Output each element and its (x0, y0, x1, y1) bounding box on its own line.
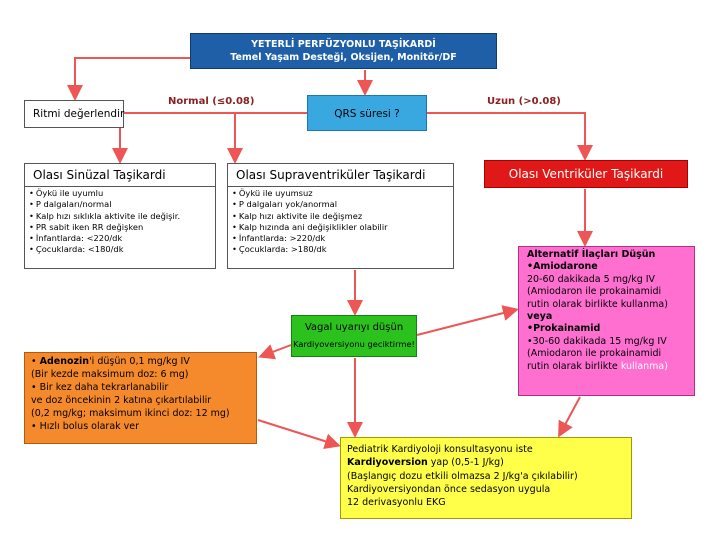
adenozin-bolus: • Hızlı bolus olarak ver (31, 421, 140, 432)
sinus-title: Olası Sinüzal Taşikardi (24, 163, 216, 188)
alt-l1: 20-60 dakikada 5 mg/kg IV (527, 273, 656, 285)
vt-title: Olası Ventriküler Taşikardi (484, 160, 688, 188)
adenozin-repeat: • Bir kez daha tekrarlanabilir (31, 382, 169, 393)
arrow-adenozin-to-cardio (257, 419, 341, 450)
arrow-vagal-to-adenozin (258, 344, 292, 360)
list-item: Kalp hızı sıklıkla aktivite ile değişir. (29, 211, 215, 222)
adenozin-drug: Adenozin (39, 356, 90, 367)
qrs-box: QRS süresi ? (307, 95, 427, 131)
arrow-alt-to-cardio (558, 396, 581, 438)
adenozin-dose: 'i düşün 0,1 mg/kg IV (89, 356, 190, 367)
ritm-box: Ritmi değerlendir (24, 100, 124, 128)
arrow-qrs-to-uzun (427, 112, 593, 161)
cardio-l5: 12 derivasyonlu EKG (347, 497, 446, 509)
cardioversion-box: Pediatrik Kardiyoloji konsultasyonu iste… (340, 437, 632, 519)
list-item: Öykü ile uyumlu (29, 188, 215, 199)
sinus-criteria: Öykü ile uyumlu P dalgaları/normal Kalp … (24, 186, 216, 269)
cardio-l2a: Kardiyoversion (347, 457, 428, 469)
list-item: P dalgaları/normal (29, 199, 215, 210)
list-item: İnfantlarda: >220/dk (232, 233, 453, 244)
alt-drug1: •Amiodarone (527, 261, 598, 273)
header-box: YETERLİ PERFÜZYONLU TAŞİKARDİ Temel Yaşa… (190, 33, 497, 69)
arrow-normal-to-sinus (112, 112, 235, 164)
cardio-l2b: yap (0,5-1 J/kg) (427, 457, 504, 469)
alt-l6a: rutin olarak birlikte (527, 360, 621, 372)
adenozin-box: • Adenozin'i düşün 0,1 mg/kg IV (Bir kez… (24, 352, 257, 444)
alt-l6b: kullanma) (620, 360, 668, 372)
cardio-l4: Kardiyoversiyondan önce sedasyon uygula (347, 483, 551, 495)
svt-criteria: Öykü ile uyumsuz P dalgaları yok/anormal… (227, 186, 454, 269)
arrow-vagal-to-alt (416, 305, 519, 336)
cardio-l1: Pediatrik Kardiyoloji konsultasyonu iste (347, 444, 533, 455)
list-item: Çocuklarda: <180/dk (29, 244, 215, 255)
header-title: YETERLİ PERFÜZYONLU TAŞİKARDİ (251, 39, 436, 50)
list-item: Kalp hızında ani değişiklikler olabilir (232, 222, 453, 233)
alt-l2: (Amiodaron ile prokainamidi (527, 286, 662, 298)
header-subtitle: Temel Yaşam Desteği, Oksijen, Monitör/DF (230, 52, 457, 63)
uzun-branch-label: Uzun (>0.08) (487, 96, 561, 107)
adenozin-second: (0,2 mg/kg; maksimum ikinci doz: 12 mg) (31, 408, 230, 419)
list-item: Çocuklarda: >180/dk (232, 244, 453, 255)
adenozin-double: ve doz öncekinin 2 katına çıkartılabilir (31, 395, 212, 406)
normal-branch-label: Normal (≤0.08) (168, 96, 255, 107)
alt-l4: •30-60 dakikada 15 mg/kg IV (527, 335, 667, 347)
vagal-title: Vagal uyarıyı düşün (304, 322, 404, 333)
alt-drug2: •Prokainamid (527, 323, 601, 335)
list-item: PR sabit iken RR değişken (29, 222, 215, 233)
alt-l3: rutin olarak birlikte kullanma) (527, 298, 668, 310)
cardio-l3: (Başlangıç dozu etkili olmazsa 2 J/kg'a … (347, 470, 578, 482)
arrow-qrs-to-normal (227, 112, 307, 164)
alternative-drugs-box: Alternatif İlaçları Düşün •Amiodarone 20… (518, 246, 695, 396)
list-item: Öykü ile uyumsuz (232, 188, 453, 199)
arrow-header-to-ritm (67, 57, 190, 101)
list-item: P dalgaları yok/anormal (232, 199, 453, 210)
adenozin-max: (Bir kezde maksimum doz: 6 mg) (31, 369, 189, 380)
alt-title: Alternatif İlaçları Düşün (527, 249, 656, 260)
vagal-note: Kardiyoversiyonu geciktirme! (293, 339, 415, 349)
alt-veya: veya (527, 311, 553, 323)
alt-l5: (Amiodaron ile prokainamidi (527, 348, 662, 360)
vagal-box: Vagal uyarıyı düşün Kardiyoversiyonu gec… (291, 315, 417, 357)
list-item: İnfantlarda: <220/dk (29, 233, 215, 244)
svt-title: Olası Supraventriküler Taşikardi (227, 163, 454, 188)
list-item: Kalp hızı aktivite ile değişmez (232, 211, 453, 222)
